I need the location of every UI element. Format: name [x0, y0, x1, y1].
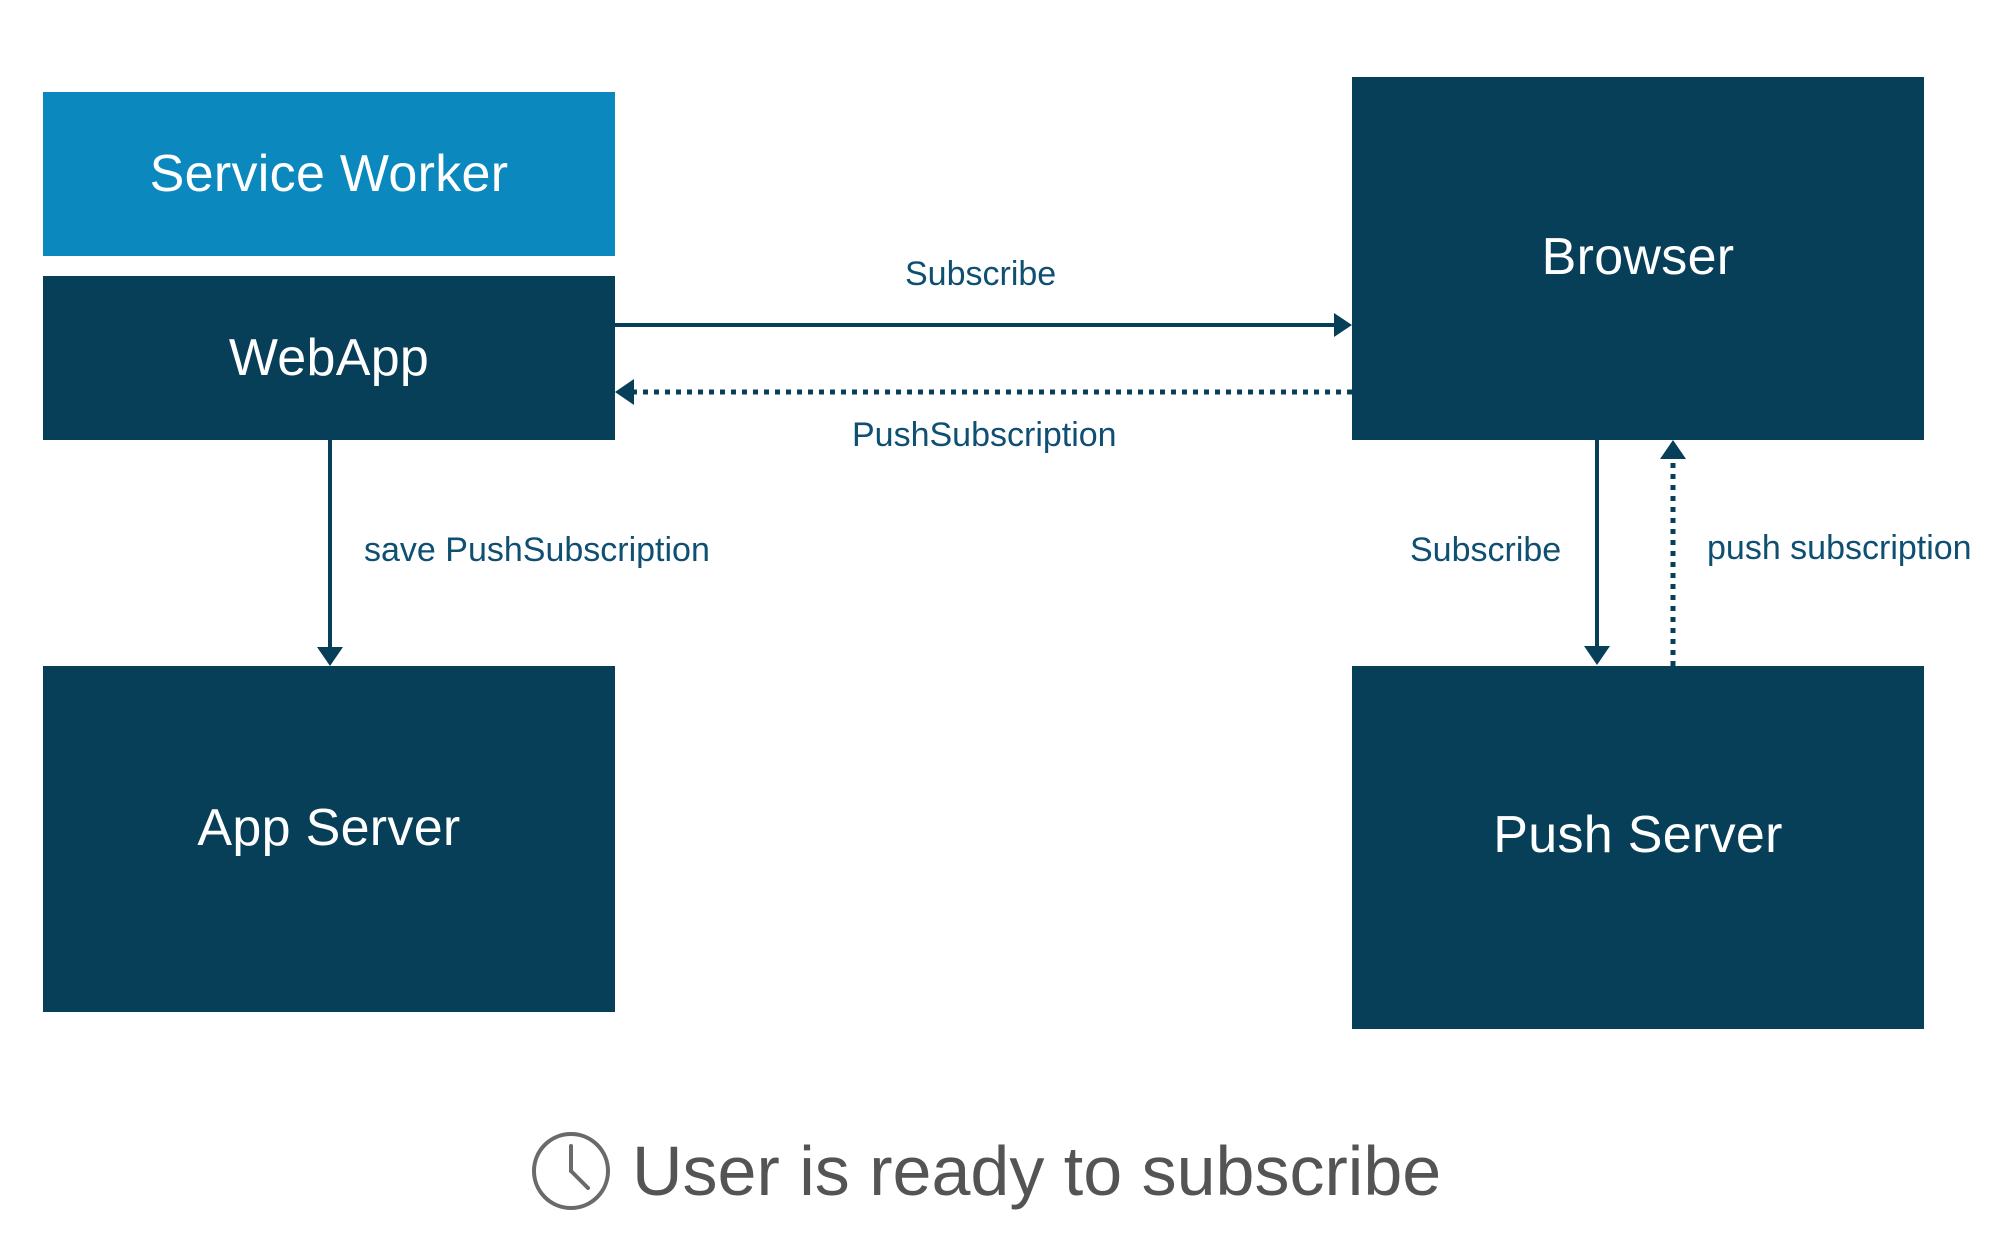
browser-label: Browser [1541, 228, 1735, 286]
clock-icon [532, 1132, 610, 1210]
app-server-node: App Server [43, 666, 615, 1012]
arrowhead-browser-to-webapp [615, 379, 634, 405]
footer-text: User is ready to subscribe [632, 1132, 1442, 1210]
edge-label-push-subscription: push subscription [1707, 529, 1972, 567]
push-server-label: Push Server [1493, 805, 1783, 864]
service-worker-label: Service Worker [149, 145, 509, 203]
push-server-node: Push Server [1352, 666, 1924, 1029]
app-server-label: App Server [197, 799, 461, 857]
arrowhead-push-server-to-browser [1660, 440, 1686, 459]
webapp-node: WebApp [43, 276, 615, 440]
edge-label-save-pushsubscription: save PushSubscription [364, 531, 710, 569]
browser-node: Browser [1352, 77, 1924, 440]
arrowhead-webapp-to-app-server [317, 647, 343, 666]
footer-caption: User is ready to subscribe [530, 1130, 1441, 1212]
edge-label-subscribe-webapp-browser: Subscribe [905, 255, 1057, 293]
arrowhead-browser-to-push-server [1584, 646, 1610, 665]
edge-label-subscribe-browser-push: Subscribe [1410, 531, 1562, 569]
arrowhead-webapp-to-browser [1334, 313, 1352, 337]
service-worker-node: Service Worker [43, 92, 615, 256]
webapp-label: WebApp [228, 329, 430, 387]
edge-label-pushsubscription: PushSubscription [852, 416, 1117, 454]
